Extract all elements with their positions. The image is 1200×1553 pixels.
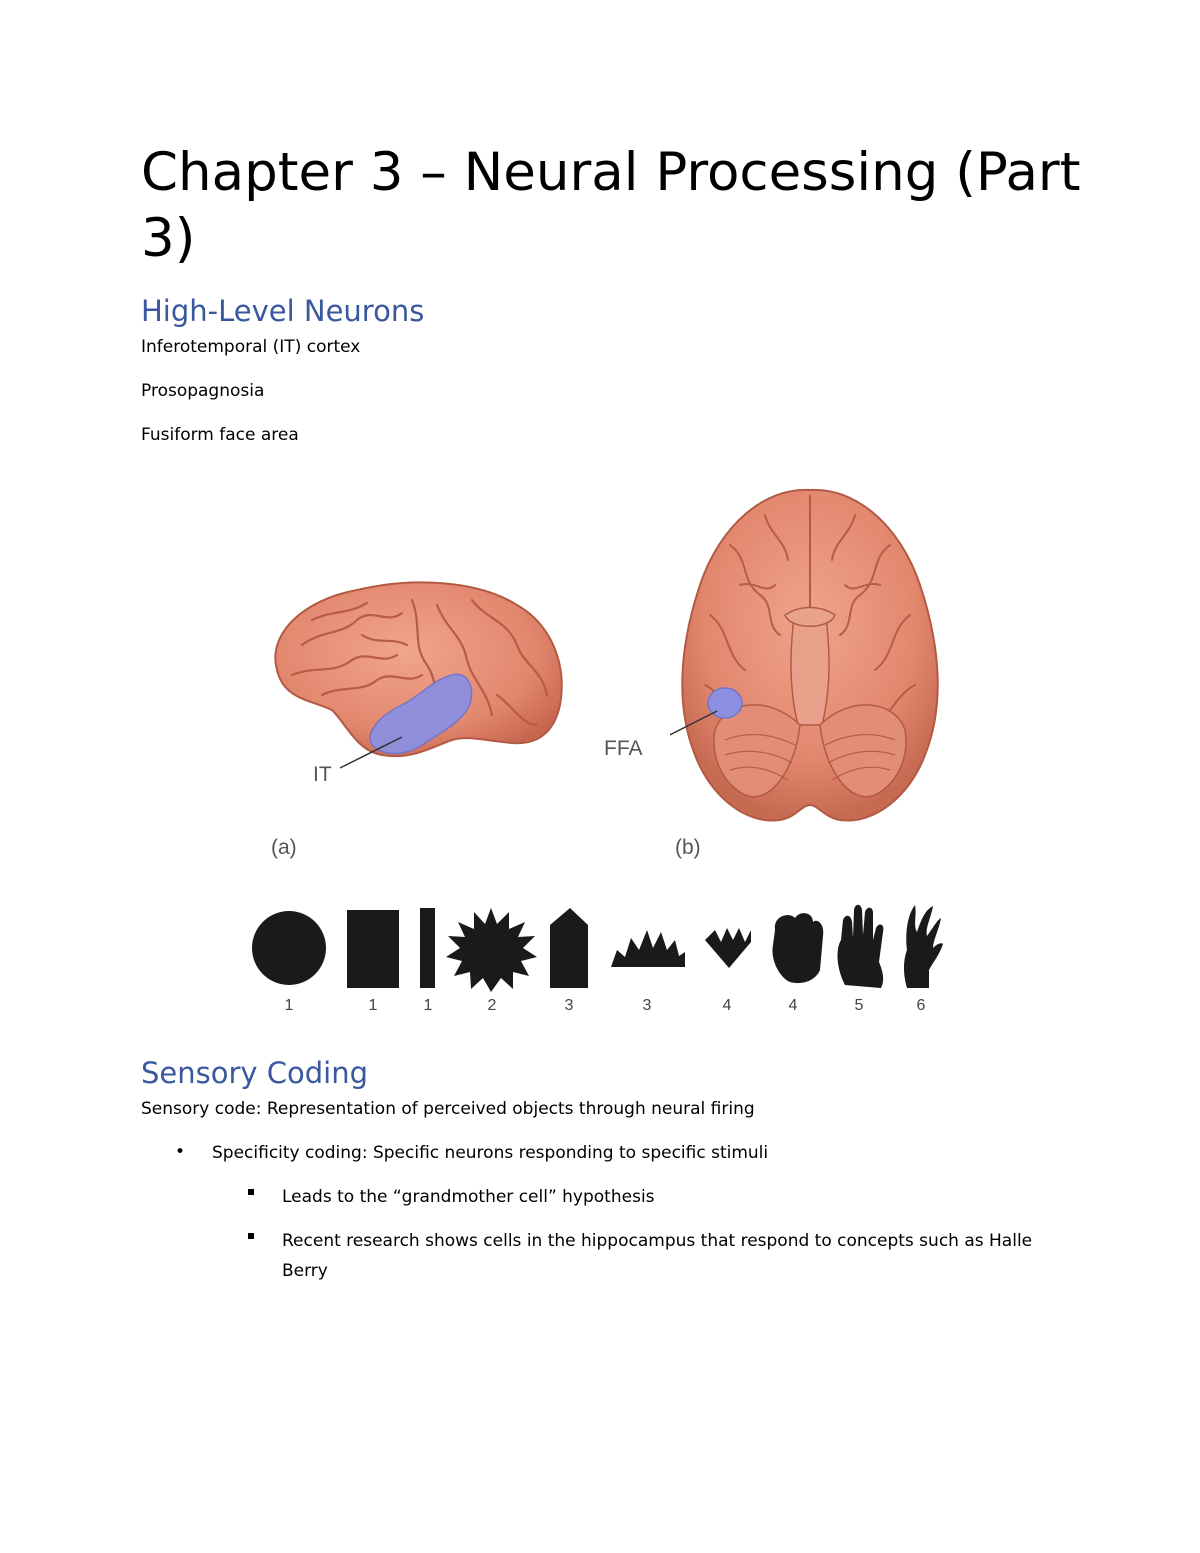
claw-shape <box>904 905 943 988</box>
text-prosopagnosia: Prosopagnosia <box>141 381 265 401</box>
section-heading-sensory-coding: Sensory Coding <box>141 1056 369 1090</box>
shape-number: 1 <box>284 997 294 1014</box>
label-it: IT <box>313 763 332 786</box>
text-fusiform-face-area: Fusiform face area <box>141 425 299 445</box>
shape-number: 3 <box>642 997 652 1014</box>
bullet-disc-icon: • <box>175 1142 186 1162</box>
bar-shape <box>420 908 435 988</box>
caption-a: (a) <box>271 836 297 859</box>
house-shape <box>550 908 588 988</box>
shape-number: 2 <box>487 997 497 1014</box>
bullet-square-icon <box>248 1189 254 1195</box>
brain-ventral-illustration <box>670 488 939 822</box>
stimulus-shapes-illustration <box>252 904 943 992</box>
hand-shape <box>837 904 884 988</box>
spiky-mound-shape <box>611 930 685 967</box>
page-title: Chapter 3 – Neural Processing (Part 3) <box>141 142 1081 269</box>
square-shape <box>347 910 399 988</box>
shape-number: 5 <box>854 997 864 1014</box>
shape-number: 1 <box>368 997 378 1014</box>
shape-number: 4 <box>722 997 732 1014</box>
text-specificity-coding: Specificity coding: Specific neurons res… <box>212 1143 769 1163</box>
text-sensory-code: Sensory code: Representation of perceive… <box>141 1099 755 1119</box>
brain-lateral-illustration <box>274 581 563 769</box>
circle-shape <box>252 911 326 985</box>
shape-number: 3 <box>564 997 574 1014</box>
bullet-square-icon <box>248 1233 254 1239</box>
text-hippocampus-research-cont: Berry <box>282 1261 328 1281</box>
shape-number: 1 <box>423 997 433 1014</box>
caption-b: (b) <box>675 836 701 859</box>
label-ffa: FFA <box>604 737 643 760</box>
text-it-cortex: Inferotemporal (IT) cortex <box>141 337 361 357</box>
arrow-fan-shape <box>705 928 751 968</box>
section-heading-high-level-neurons: High-Level Neurons <box>141 294 425 328</box>
text-grandmother-cell: Leads to the “grandmother cell” hypothes… <box>282 1187 655 1207</box>
shape-number: 6 <box>916 997 926 1014</box>
starburst-shape <box>446 908 537 992</box>
text-hippocampus-research: Recent research shows cells in the hippo… <box>282 1231 1033 1251</box>
shape-number: 4 <box>788 997 798 1014</box>
fist-shape <box>772 913 824 984</box>
